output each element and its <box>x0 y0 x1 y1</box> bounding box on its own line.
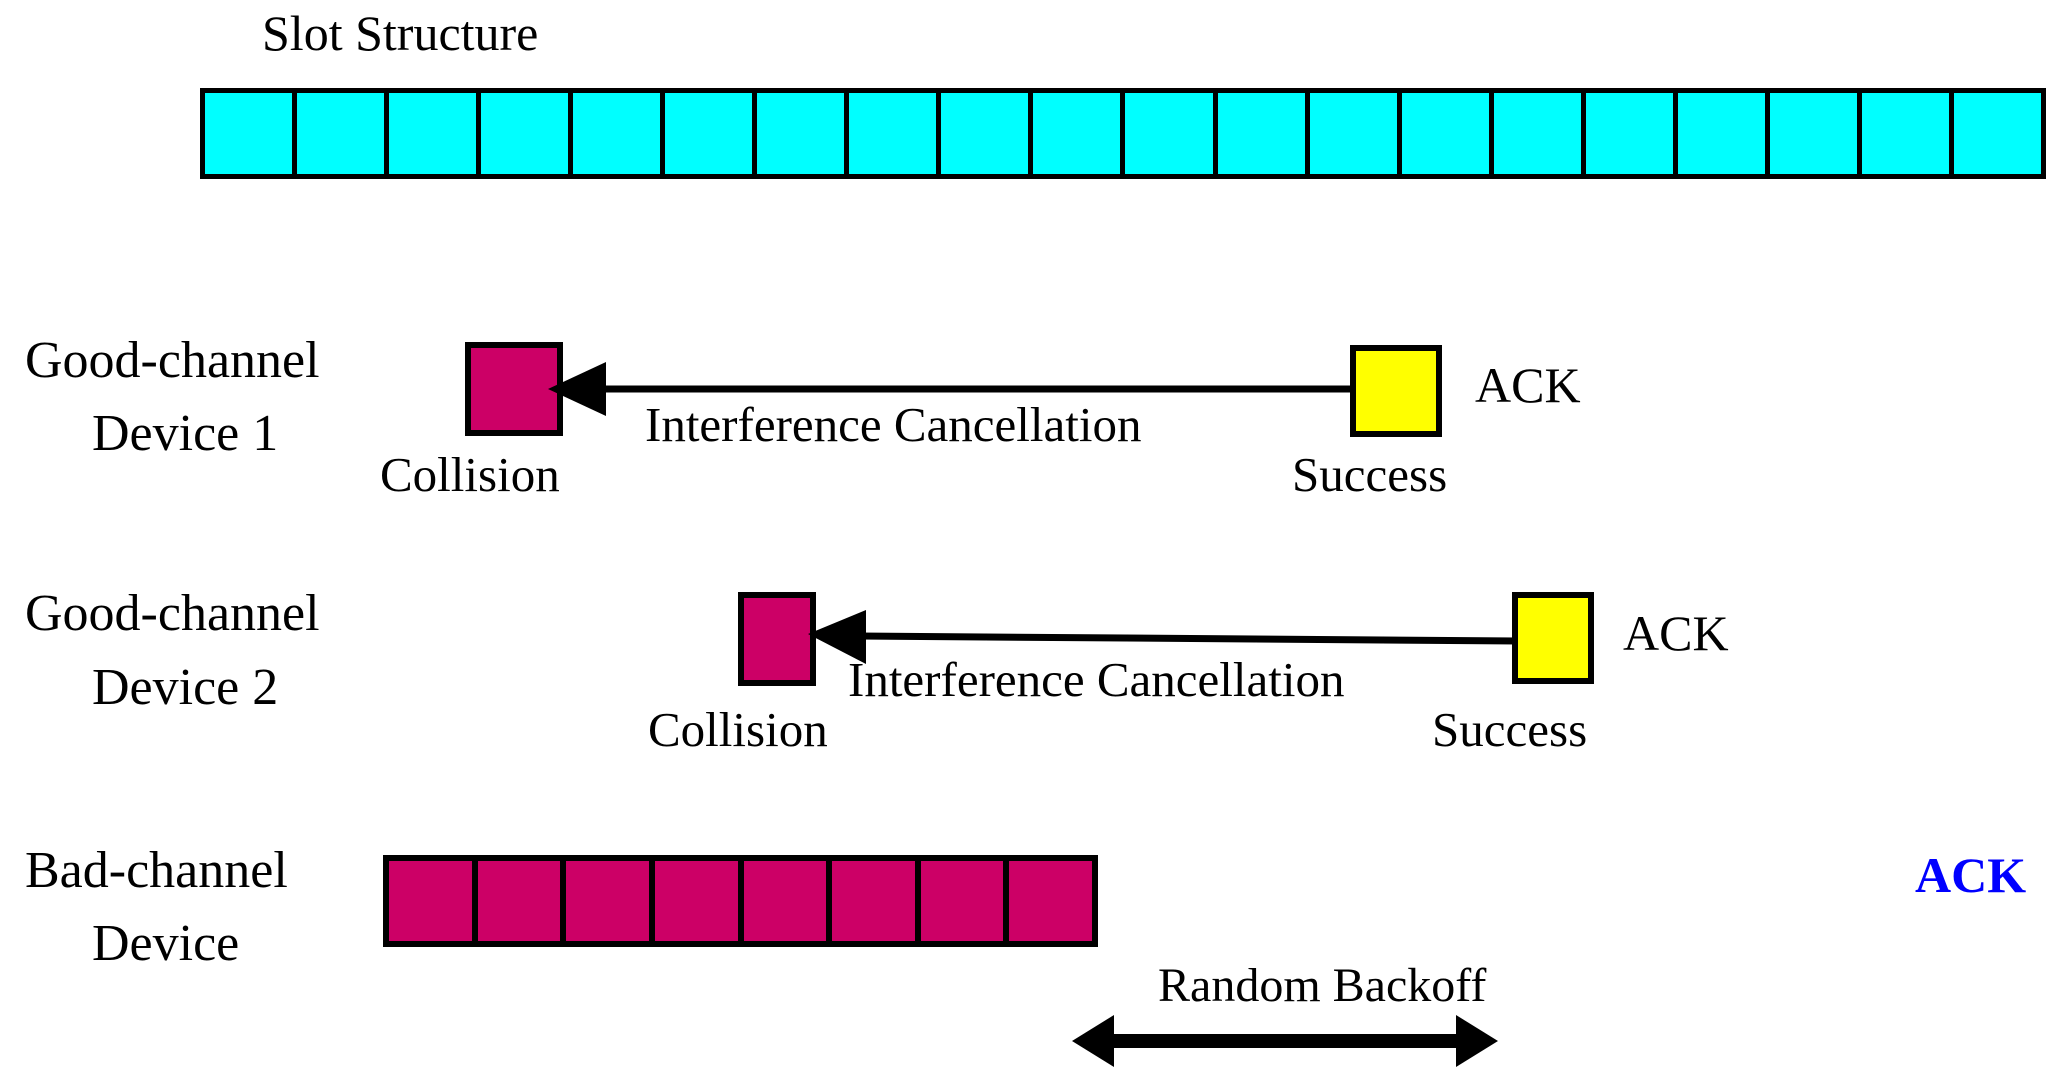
slot-structure-title: Slot Structure <box>262 5 539 61</box>
device1-interference-cancellation-arrow <box>548 362 1358 416</box>
slot-cell <box>757 93 850 174</box>
device1-success-box <box>1350 345 1442 437</box>
device2-collision-label: Collision <box>648 702 828 757</box>
slot-cell <box>1585 93 1678 174</box>
slot-cell <box>1861 93 1954 174</box>
slot-cell <box>1769 93 1862 174</box>
device2-interference-cancellation-arrow <box>808 610 1519 664</box>
device1-collision-box <box>465 342 563 436</box>
failed-slot-cell <box>566 861 655 941</box>
device2-collision-box <box>738 592 816 686</box>
bad-device-label-line1: Bad-channel <box>25 842 288 899</box>
slot-cell <box>1033 93 1126 174</box>
slot-cell <box>573 93 666 174</box>
device1-ack-label: ACK <box>1475 357 1581 413</box>
failed-slot-cell <box>920 861 1010 941</box>
slot-cell <box>1309 93 1402 174</box>
failed-slot-cell <box>389 861 478 941</box>
failed-slot-cell <box>477 861 567 941</box>
slot-cell <box>1953 93 2041 174</box>
random-backoff-label: Random Backoff <box>1158 959 1487 1012</box>
slot-cell <box>1677 93 1770 174</box>
failed-slot-cell <box>1009 861 1092 941</box>
failed-slot-cell <box>743 861 833 941</box>
slot-cell <box>941 93 1034 174</box>
device2-arrow-label: Interference Cancellation <box>848 652 1345 707</box>
slot-cell <box>297 93 390 174</box>
device2-success-box <box>1512 592 1594 684</box>
slot-cell <box>389 93 482 174</box>
device2-label-line2: Device 2 <box>92 659 279 716</box>
failed-slot-cell <box>654 861 744 941</box>
bad-device-failed-slots-bar <box>383 855 1098 947</box>
slot-cell <box>1493 93 1586 174</box>
device1-arrow-label: Interference Cancellation <box>645 397 1142 452</box>
slot-cell <box>1217 93 1310 174</box>
bad-device-label-line2: Device <box>92 915 240 972</box>
device2-success-label: Success <box>1432 702 1588 757</box>
failed-slot-cell <box>832 861 921 941</box>
slot-cell <box>665 93 758 174</box>
slot-cell <box>849 93 942 174</box>
bad-device-ack-label: ACK <box>1915 847 2027 903</box>
slot-cell <box>205 93 298 174</box>
device1-collision-label: Collision <box>380 447 560 502</box>
device1-label-line1: Good-channel <box>25 332 320 389</box>
slot-cell <box>481 93 574 174</box>
device1-label-line2: Device 1 <box>92 405 279 462</box>
device2-ack-label: ACK <box>1623 605 1729 661</box>
slot-structure-bar <box>200 88 2046 179</box>
slot-cell <box>1125 93 1218 174</box>
device1-success-label: Success <box>1292 447 1448 502</box>
random-backoff-arrow <box>1072 1015 1498 1067</box>
slot-cell <box>1401 93 1494 174</box>
device2-label-line1: Good-channel <box>25 585 320 642</box>
